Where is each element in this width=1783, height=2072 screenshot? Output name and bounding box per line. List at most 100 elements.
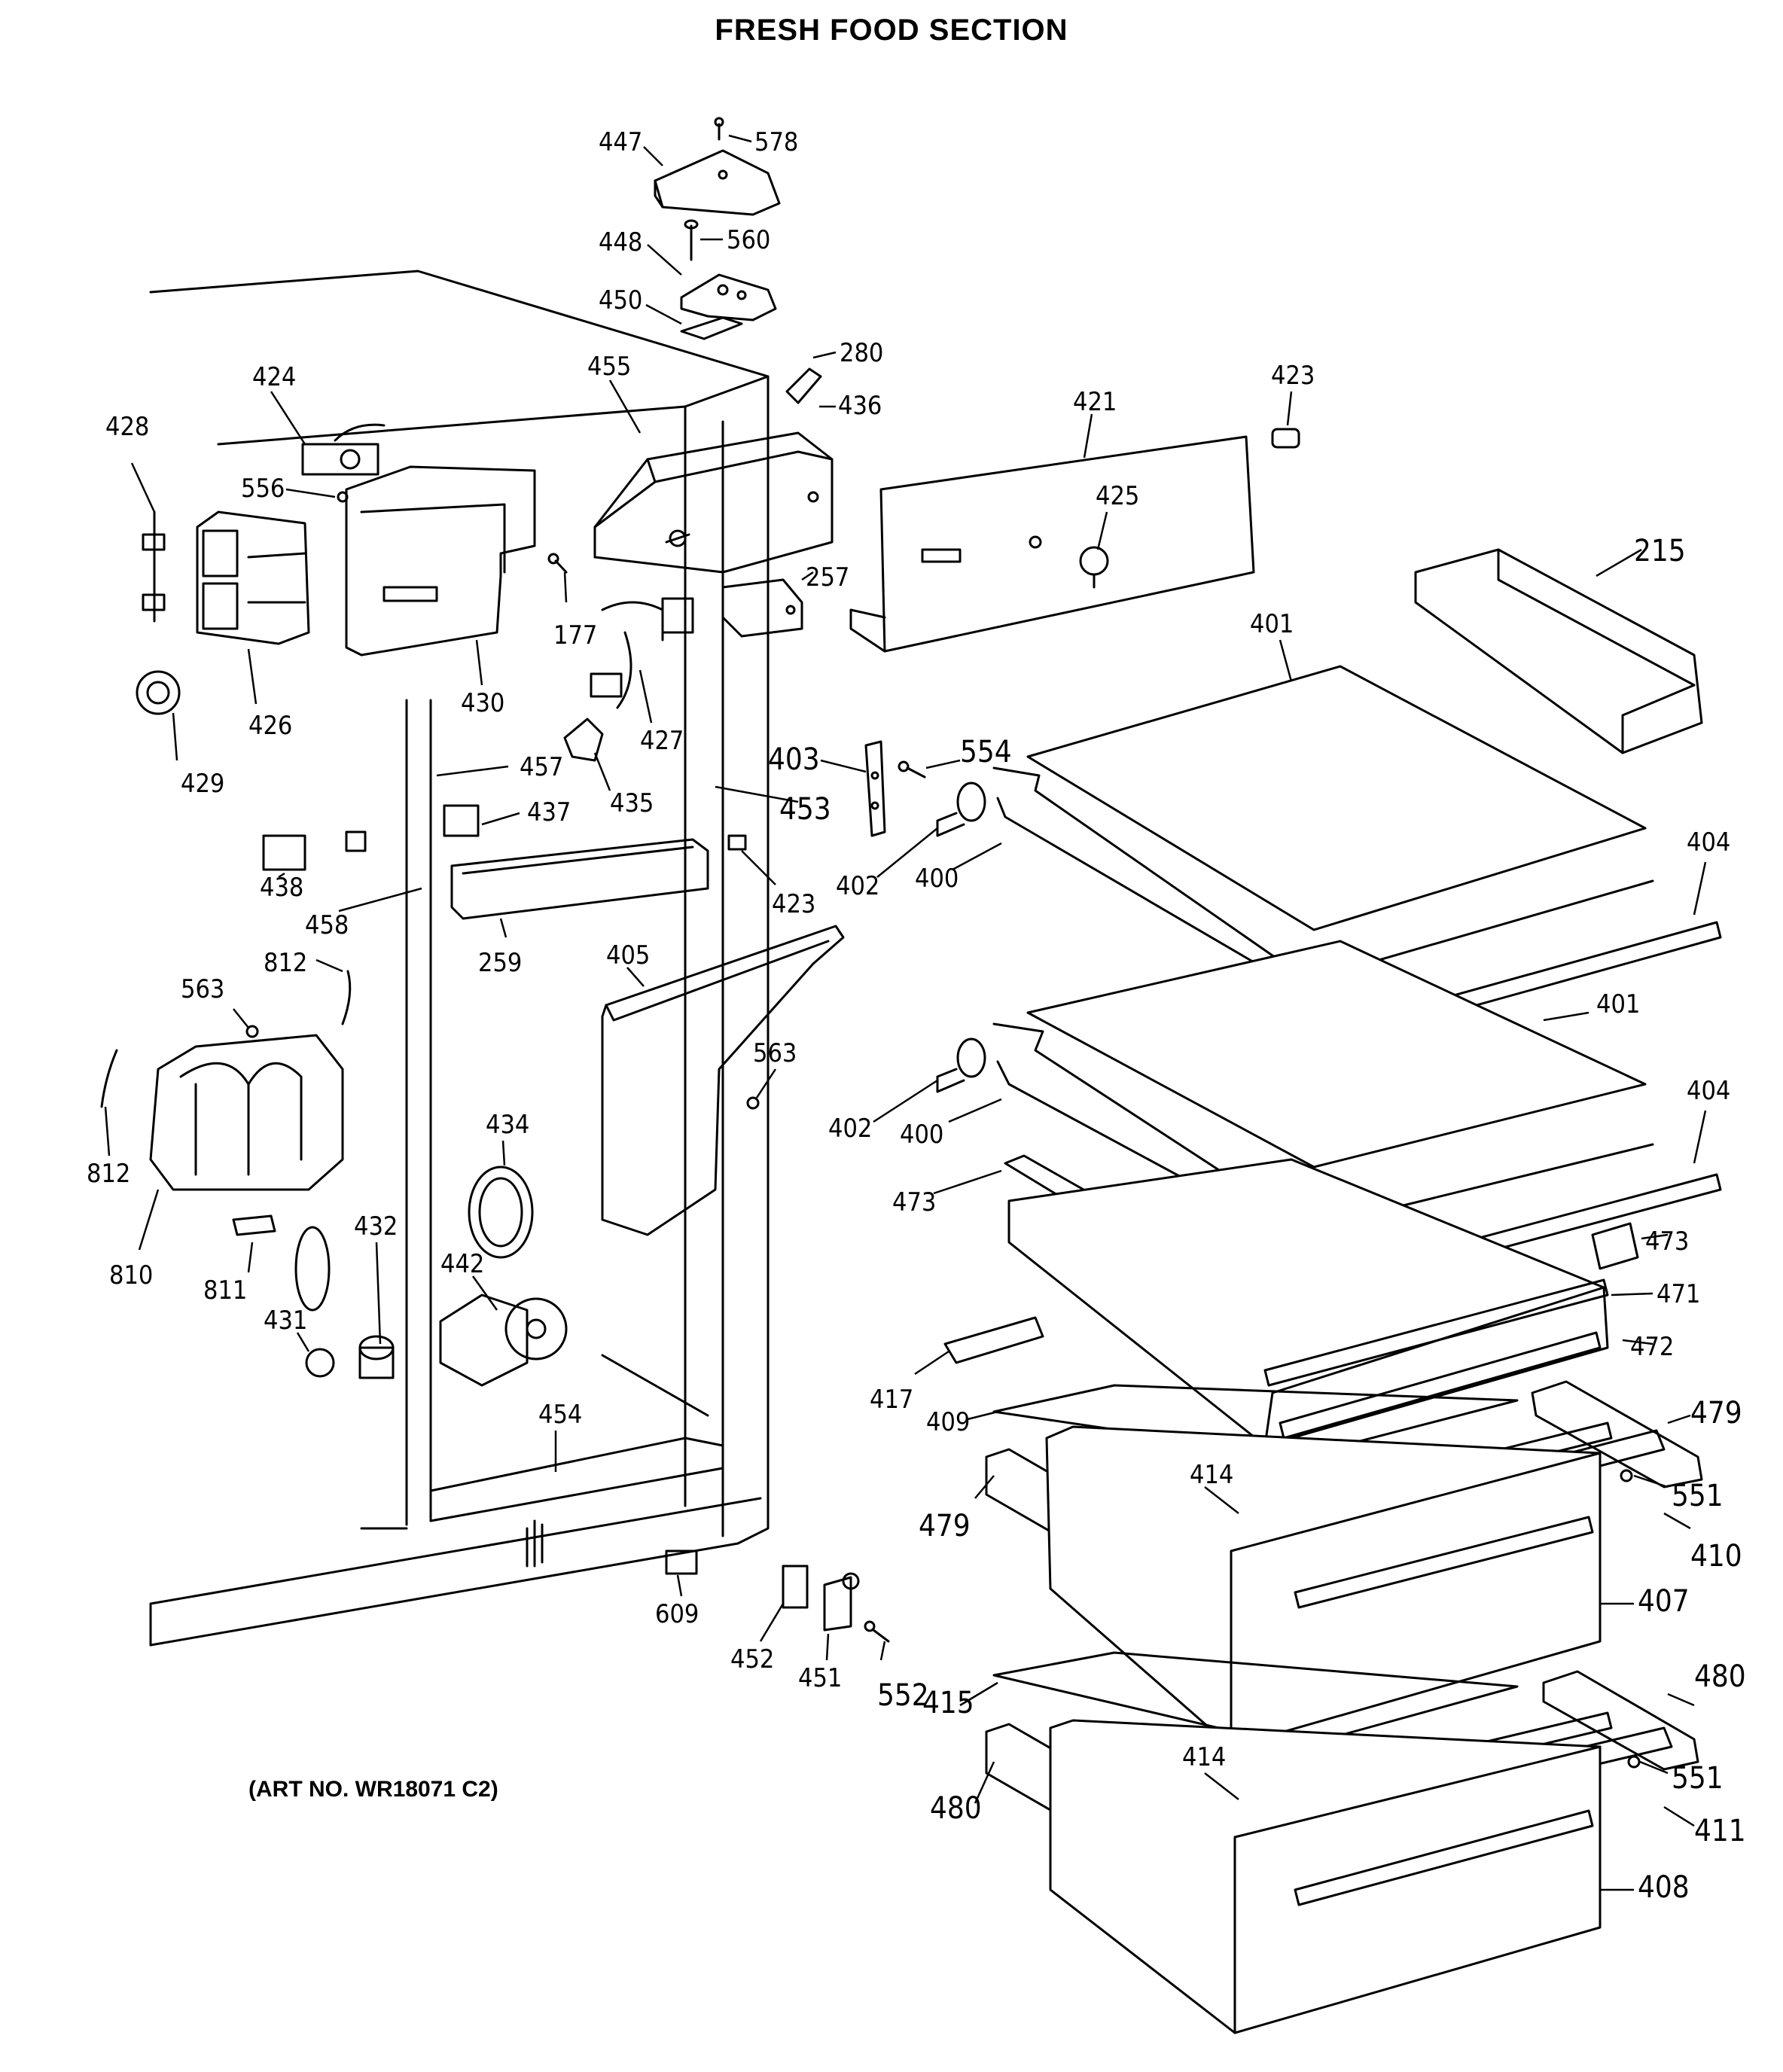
bin-215 <box>1414 548 1703 754</box>
divider-415 <box>992 1651 1519 1748</box>
callout-810: 810 <box>109 1260 153 1290</box>
callout-400-lower: 400 <box>900 1120 943 1150</box>
callout-434: 434 <box>486 1110 529 1140</box>
callout-431: 431 <box>264 1306 307 1336</box>
callout-452: 452 <box>730 1644 774 1674</box>
switch-438 <box>262 830 367 871</box>
callout-448: 448 <box>599 227 642 257</box>
part-417 <box>943 1316 1044 1364</box>
callout-554: 554 <box>960 735 1012 769</box>
callout-455: 455 <box>587 352 631 382</box>
callout-812-lower: 812 <box>87 1159 130 1189</box>
callout-480-left: 480 <box>930 1791 982 1826</box>
callout-454: 454 <box>538 1400 582 1430</box>
plate-452 <box>782 1565 809 1609</box>
callout-403: 403 <box>768 742 820 777</box>
callout-280: 280 <box>840 338 883 368</box>
callout-450: 450 <box>599 285 642 315</box>
callout-411: 411 <box>1694 1814 1746 1848</box>
leader-lines <box>104 134 1707 1891</box>
diagram-title: FRESH FOOD SECTION <box>715 14 1068 47</box>
callout-479-left: 479 <box>919 1509 971 1543</box>
tube-812-right <box>341 970 352 1025</box>
damper-plate-448 <box>680 273 777 321</box>
callout-257: 257 <box>806 562 849 593</box>
art-number: (ART NO. WR18071 C2) <box>248 1777 498 1802</box>
callout-472: 472 <box>1630 1332 1674 1362</box>
screw-560 <box>684 219 699 261</box>
callout-407: 407 <box>1638 1584 1690 1619</box>
callout-417: 417 <box>870 1385 913 1415</box>
callout-414-lower: 414 <box>1182 1742 1226 1772</box>
callout-479-right: 479 <box>1690 1396 1742 1431</box>
part-423-lower <box>727 834 747 851</box>
callout-410: 410 <box>1690 1539 1742 1574</box>
control-housing-436 <box>593 431 834 574</box>
callout-563-left: 563 <box>181 974 224 1004</box>
callout-423-lower: 423 <box>772 889 815 919</box>
callout-429: 429 <box>181 769 224 799</box>
callout-215: 215 <box>1634 534 1686 568</box>
screw-552 <box>864 1620 890 1643</box>
bracket-403 <box>864 740 886 837</box>
callout-438: 438 <box>260 873 303 903</box>
callout-402-upper: 402 <box>836 871 879 901</box>
crisper-drawer-407 <box>1045 1425 1602 1748</box>
callout-401-upper: 401 <box>1250 609 1294 639</box>
heater-810 <box>149 1034 344 1191</box>
part-432 <box>358 1335 395 1379</box>
screw-551-lower <box>1627 1755 1641 1769</box>
callout-432: 432 <box>354 1211 398 1242</box>
callout-414-upper: 414 <box>1190 1460 1233 1490</box>
callout-442: 442 <box>440 1249 484 1279</box>
callout-447: 447 <box>599 127 642 157</box>
callout-401-lower: 401 <box>1596 989 1640 1019</box>
callout-556: 556 <box>241 474 285 504</box>
light-housing-426 <box>196 510 310 645</box>
callout-427: 427 <box>640 726 684 756</box>
callout-552: 552 <box>877 1678 929 1713</box>
callout-404-upper: 404 <box>1687 827 1730 858</box>
callout-415: 415 <box>922 1686 974 1720</box>
crisper-drawer-408 <box>1049 1719 1602 2034</box>
callout-430: 430 <box>461 688 504 718</box>
callout-435: 435 <box>610 788 654 818</box>
callout-473-left: 473 <box>892 1187 936 1217</box>
callout-404-lower: 404 <box>1687 1076 1730 1106</box>
shelf-glass-401-lower <box>1026 940 1647 1169</box>
relay-257 <box>721 578 803 638</box>
part-609 <box>665 1549 698 1575</box>
part-435 <box>563 718 604 762</box>
callout-428: 428 <box>105 412 149 442</box>
slide-479-right <box>1531 1380 1703 1488</box>
callout-426: 426 <box>248 711 292 741</box>
screw-551-upper <box>1620 1469 1633 1482</box>
callout-609: 609 <box>655 1599 699 1629</box>
part-437 <box>443 804 480 837</box>
callout-177: 177 <box>553 620 597 651</box>
clip-428 <box>142 510 166 623</box>
part-811 <box>232 1214 276 1236</box>
callout-812-upper: 812 <box>264 948 307 978</box>
wire-harness-427 <box>590 597 694 709</box>
callout-560: 560 <box>727 225 770 255</box>
callout-425: 425 <box>1096 481 1139 511</box>
air-duct-405 <box>601 925 845 1236</box>
callout-424: 424 <box>252 362 296 392</box>
callout-421: 421 <box>1073 387 1117 417</box>
fan-442 <box>439 1293 568 1387</box>
callout-436: 436 <box>838 391 882 421</box>
part-431 <box>294 1226 335 1378</box>
callout-451: 451 <box>798 1663 842 1693</box>
callout-437: 437 <box>527 797 571 827</box>
screw-563-left <box>245 1025 259 1038</box>
damper-cover-447 <box>654 149 781 216</box>
callout-480-right: 480 <box>1694 1659 1746 1694</box>
callout-405: 405 <box>606 940 650 970</box>
callout-labels: 447 578 448 560 450 280 455 436 421 423 … <box>87 127 1746 1905</box>
callout-811: 811 <box>203 1275 247 1306</box>
control-bracket-430 <box>345 465 536 657</box>
part-280 <box>785 367 822 404</box>
screw-563-right <box>746 1096 760 1110</box>
